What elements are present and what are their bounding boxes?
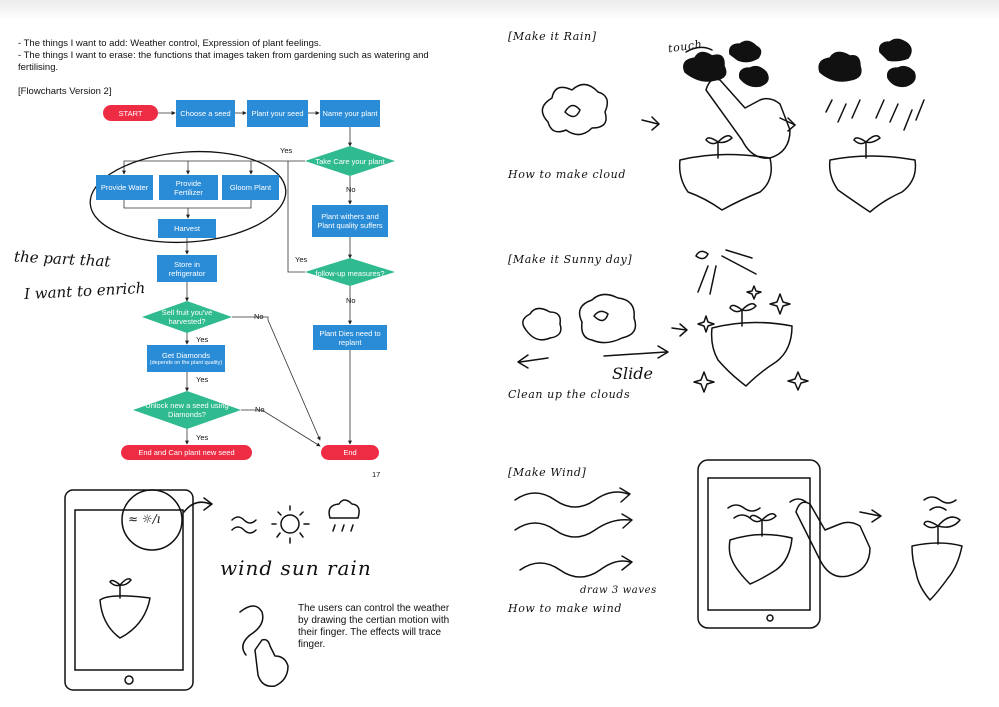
- weather-icon-labels: wind sun rain: [220, 556, 372, 580]
- note-add: - The things I want to add: Weather cont…: [18, 38, 322, 49]
- decision-followup: [305, 258, 395, 286]
- name-plant-box: Name your plant: [320, 100, 380, 127]
- followup-label: follow-up measures?: [315, 268, 385, 278]
- edge-label-yes: Yes: [196, 433, 209, 442]
- end-plant-new-node: End and Can plant new seed: [121, 445, 252, 460]
- rain-caption: How to make cloud: [508, 168, 626, 181]
- harvest-box: Harvest: [158, 219, 216, 238]
- plant-withers-box: Plant withers and Plant quality suffers: [312, 205, 388, 237]
- gloom-plant-box: Gloom Plant: [222, 175, 279, 200]
- edge-label-no: No: [346, 296, 356, 305]
- sunny-slide-label: Slide: [612, 364, 653, 383]
- choose-seed-box: Choose a seed: [176, 100, 235, 127]
- decision-unlock-seed: [133, 391, 241, 429]
- decision-take-care: [305, 146, 395, 176]
- get-diamonds-box: Get Diamonds (depends on the plant quali…: [147, 345, 225, 372]
- provide-water-box: Provide Water: [96, 175, 153, 200]
- wind-caption: How to make wind: [508, 602, 622, 615]
- wind-draw-label: draw 3 waves: [580, 585, 657, 596]
- unlock-seed-label: Unlock new a seed using Diamonds?: [145, 401, 229, 419]
- plant-dies-box: Plant Dies need to replant: [313, 325, 387, 350]
- wind-title: [Make Wind]: [508, 466, 587, 479]
- flowchart-version-label: [Flowcharts Version 2]: [18, 86, 112, 97]
- phone-weather-symbols: ≈ ☼/ı: [128, 512, 161, 526]
- rain-title: [Make it Rain]: [508, 30, 597, 43]
- take-care-label: Take Care your plant: [315, 156, 385, 166]
- plant-seed-box: Plant your seed: [247, 100, 308, 127]
- sell-fruit-label: Sell fruit you've harvested?: [161, 308, 213, 326]
- edge-label-yes: Yes: [280, 146, 293, 155]
- note-erase: - The things I want to erase: the functi…: [18, 50, 429, 73]
- decision-sell-fruit: [142, 301, 232, 333]
- start-node: START: [103, 105, 158, 121]
- edge-label-no: No: [255, 405, 265, 414]
- provide-fertilizer-box: Provide Fertilizer: [159, 175, 218, 200]
- get-diamonds-label: Get Diamonds: [162, 351, 210, 360]
- edge-label-no: No: [254, 312, 264, 321]
- edge-label-yes: Yes: [196, 335, 209, 344]
- end-node: End: [321, 445, 379, 460]
- sunny-caption: Clean up the clouds: [508, 388, 631, 401]
- edge-label-no: No: [346, 185, 356, 194]
- sunny-title: [Make it Sunny day]: [508, 253, 633, 266]
- edge-label-yes: Yes: [196, 375, 209, 384]
- store-fridge-box: Store in refrigerator: [157, 255, 217, 282]
- get-diamonds-note: (depends on the plant quality): [149, 360, 223, 366]
- edge-label-yes: Yes: [295, 255, 308, 264]
- top-bar: [0, 0, 999, 20]
- weather-description: The users can control the weather by dra…: [298, 603, 450, 650]
- page-number: 17: [372, 470, 381, 479]
